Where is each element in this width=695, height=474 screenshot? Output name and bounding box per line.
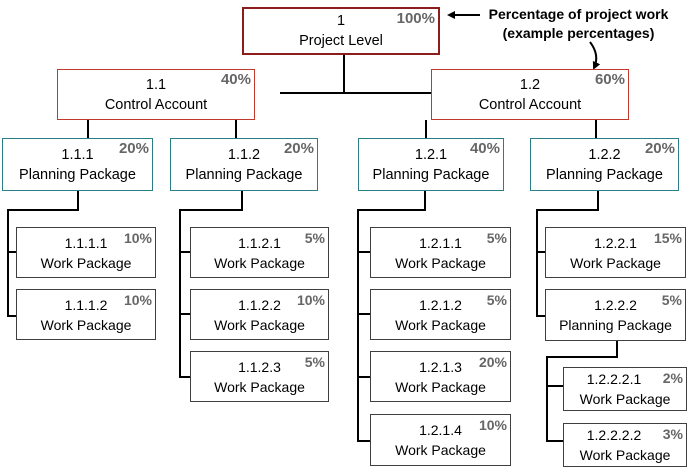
node-1-2-2-2-planning-package[interactable]: 5% 1.2.2.2 Planning Package — [545, 289, 686, 341]
node-label: Work Package — [579, 447, 671, 463]
annotation-label: Percentage of project work (example perc… — [481, 5, 676, 43]
node-label: Work Package — [214, 378, 305, 395]
node-percentage: 2% — [662, 370, 683, 386]
node-1-2-2-planning-package[interactable]: 20% 1.2.2 Planning Package — [530, 138, 679, 191]
node-label: Control Account — [478, 96, 582, 113]
node-1-1-1-planning-package[interactable]: 20% 1.1.1 Planning Package — [2, 138, 153, 191]
node-percentage: 5% — [304, 230, 325, 246]
node-label: Work Package — [214, 316, 305, 333]
node-label: Work Package — [40, 316, 132, 333]
node-number: 1.2.2.2.2 — [586, 427, 642, 443]
node-number: 1.1.1.2 — [64, 296, 108, 313]
node-number: 1.1.2 — [227, 146, 261, 163]
node-percentage: 10% — [296, 292, 325, 308]
annotation-line-2: (example percentages) — [502, 25, 655, 41]
node-label: Work Package — [395, 316, 486, 333]
node-label: Work Package — [570, 254, 661, 271]
node-number: 1.2 — [519, 76, 541, 93]
node-percentage: 20% — [118, 140, 149, 157]
node-percentage: 3% — [662, 426, 683, 442]
node-1-2-control-account[interactable]: 60% 1.2 Control Account — [431, 69, 629, 120]
node-1-1-1-2-work-package[interactable]: 10% 1.1.1.2 Work Package — [16, 289, 156, 340]
node-label: Planning Package — [372, 166, 490, 183]
node-1-2-1-3-work-package[interactable]: 20% 1.2.1.3 Work Package — [370, 351, 511, 402]
node-1-1-2-1-work-package[interactable]: 5% 1.1.2.1 Work Package — [190, 227, 329, 278]
node-percentage: 5% — [486, 230, 507, 246]
node-1-2-2-2-2-work-package[interactable]: 3% 1.2.2.2.2 Work Package — [563, 423, 687, 467]
node-percentage: 5% — [486, 292, 507, 308]
node-1-2-1-4-work-package[interactable]: 10% 1.2.1.4 Work Package — [370, 414, 511, 466]
node-label: Project Level — [299, 33, 383, 49]
node-number: 1.1.2.3 — [238, 358, 281, 375]
node-percentage: 5% — [304, 354, 325, 370]
node-1-1-2-planning-package[interactable]: 20% 1.1.2 Planning Package — [170, 138, 318, 191]
node-number: 1.2.1.3 — [419, 358, 462, 375]
node-number: 1.2.1.1 — [419, 234, 462, 251]
node-number: 1.2.1 — [414, 146, 448, 163]
node-1-2-2-2-1-work-package[interactable]: 2% 1.2.2.2.1 Work Package — [563, 367, 687, 411]
node-number: 1.2.1.2 — [419, 296, 462, 313]
node-number: 1 — [336, 13, 346, 29]
node-percentage: 10% — [123, 230, 152, 246]
node-percentage: 10% — [123, 292, 152, 308]
node-label: Work Package — [579, 391, 671, 407]
node-1-1-2-3-work-package[interactable]: 5% 1.1.2.3 Work Package — [190, 351, 329, 402]
node-percentage: 20% — [644, 140, 675, 157]
annotation-line-1: Percentage of project work — [488, 6, 669, 22]
node-label: Control Account — [104, 96, 208, 113]
node-number: 1.2.1.4 — [419, 422, 462, 438]
node-number: 1.1.2.2 — [238, 296, 281, 313]
node-percentage: 10% — [478, 417, 507, 433]
node-1-2-1-2-work-package[interactable]: 5% 1.2.1.2 Work Package — [370, 289, 511, 340]
node-1-2-1-1-work-package[interactable]: 5% 1.2.1.1 Work Package — [370, 227, 511, 278]
node-label: Planning Package — [19, 166, 136, 183]
node-1-1-1-1-work-package[interactable]: 10% 1.1.1.1 Work Package — [16, 227, 156, 278]
node-1-1-2-2-work-package[interactable]: 10% 1.1.2.2 Work Package — [190, 289, 329, 340]
node-label: Work Package — [214, 254, 305, 271]
node-1-2-2-1-work-package[interactable]: 15% 1.2.2.1 Work Package — [545, 227, 686, 278]
node-percentage: 40% — [469, 140, 500, 157]
node-label: Work Package — [395, 378, 486, 395]
node-1-2-1-planning-package[interactable]: 40% 1.2.1 Planning Package — [358, 138, 504, 191]
node-label: Work Package — [40, 254, 132, 271]
node-number: 1.2.2.1 — [594, 234, 637, 251]
node-number: 1.1 — [145, 76, 167, 93]
node-percentage: 5% — [661, 292, 682, 308]
node-percentage: 20% — [478, 354, 507, 370]
node-percentage: 60% — [594, 71, 625, 88]
node-label: Planning Package — [546, 166, 663, 183]
node-1-project-level[interactable]: 100% 1 Project Level — [242, 7, 440, 55]
node-number: 1.2.2.2.1 — [586, 371, 642, 387]
node-label: Work Package — [395, 442, 486, 458]
node-number: 1.2.2.2 — [594, 297, 637, 313]
node-percentage: 15% — [653, 230, 682, 246]
node-percentage: 40% — [220, 71, 251, 88]
node-percentage: 100% — [396, 10, 435, 27]
node-1-1-control-account[interactable]: 40% 1.1 Control Account — [57, 69, 255, 120]
node-number: 1.2.2 — [588, 146, 621, 163]
node-label: Planning Package — [185, 166, 303, 183]
node-label: Planning Package — [559, 317, 672, 333]
node-number: 1.1.2.1 — [238, 234, 281, 251]
node-percentage: 20% — [283, 140, 314, 157]
node-number: 1.1.1 — [61, 146, 94, 163]
node-label: Work Package — [395, 254, 486, 271]
node-number: 1.1.1.1 — [64, 234, 108, 251]
